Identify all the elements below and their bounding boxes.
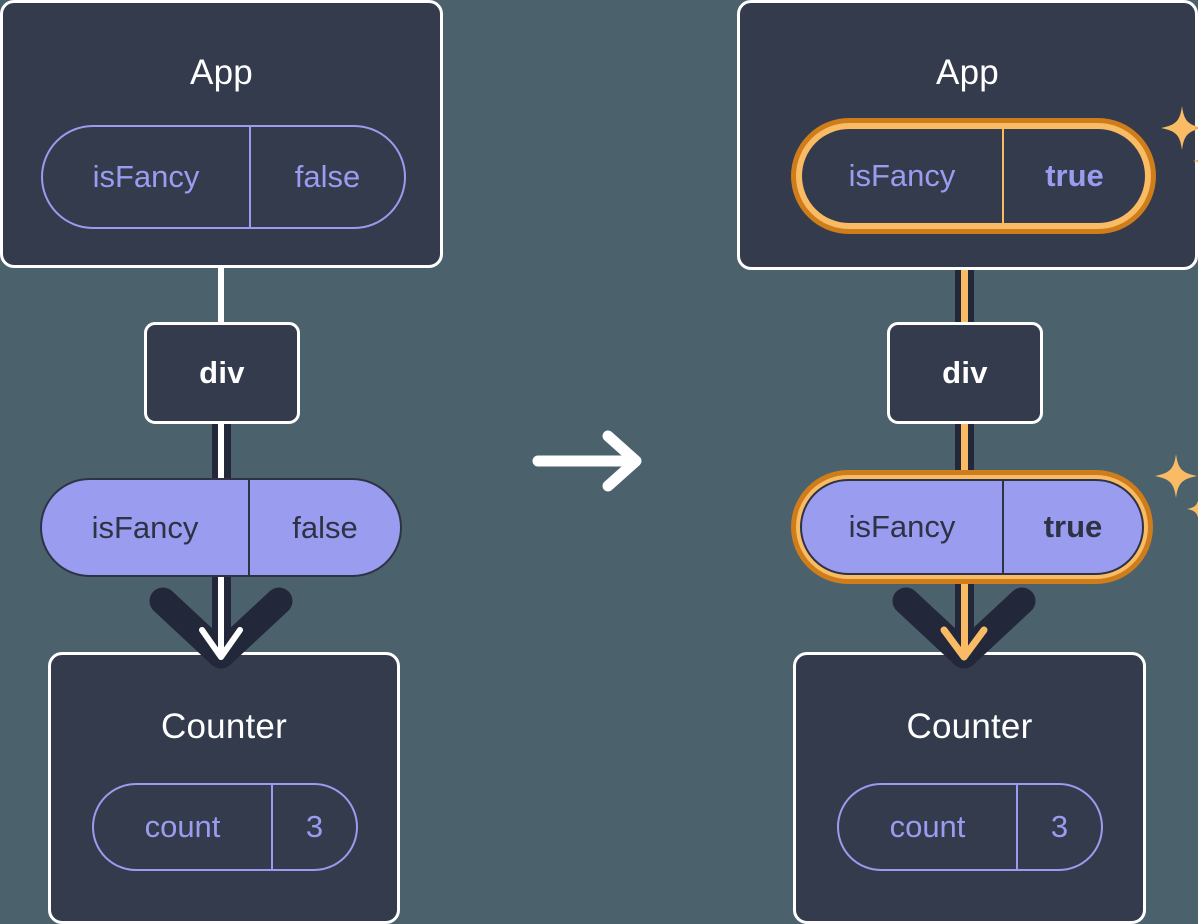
highlight-ring-hole xyxy=(802,129,1145,223)
app-state-pill-before[interactable]: isFancy false xyxy=(41,125,406,229)
app-card-title: App xyxy=(190,53,253,92)
app-state-pill-after[interactable]: isFancy true xyxy=(802,129,1145,223)
app-card-before: App isFancy false xyxy=(0,0,443,268)
div-node-before: div xyxy=(144,322,300,424)
counter-card-title: Counter xyxy=(161,707,287,746)
counter-card-title: Counter xyxy=(906,707,1033,746)
counter-state-pill-before[interactable]: count 3 xyxy=(92,783,358,871)
counter-state-value: 3 xyxy=(1016,785,1101,869)
prop-arrow-before xyxy=(149,575,293,669)
counter-state-key: count xyxy=(144,809,221,844)
panel-before: App isFancy false div isFancy false xyxy=(0,0,599,924)
prop-pill-after-highlight[interactable]: isFancy true xyxy=(791,470,1153,584)
panel-after: App isFancy true div xyxy=(599,0,1198,924)
app-state-key: isFancy xyxy=(848,158,956,193)
counter-state-key: count xyxy=(889,809,966,844)
prop-value: true xyxy=(1002,481,1142,573)
prop-key: isFancy xyxy=(848,509,956,544)
app-state-value: false xyxy=(249,127,404,227)
app-state-pill-after-highlight[interactable]: isFancy true xyxy=(791,118,1156,234)
prop-pill-after[interactable]: isFancy true xyxy=(800,479,1144,575)
prop-key: isFancy xyxy=(91,509,199,545)
counter-card-after: Counter count 3 xyxy=(793,652,1146,924)
app-card-title: App xyxy=(936,53,999,92)
counter-state-pill-after[interactable]: count 3 xyxy=(837,783,1103,871)
prop-pill-before[interactable]: isFancy false xyxy=(40,478,402,577)
counter-state-value: 3 xyxy=(271,785,356,869)
app-state-value: true xyxy=(1002,129,1145,223)
div-node-label: div xyxy=(199,355,245,390)
app-state-key: isFancy xyxy=(92,159,200,194)
prop-arrow-after xyxy=(892,575,1036,669)
div-node-after: div xyxy=(887,322,1043,424)
transition-arrow-icon xyxy=(532,430,642,492)
div-node-label: div xyxy=(942,355,988,390)
prop-value: false xyxy=(248,480,400,575)
